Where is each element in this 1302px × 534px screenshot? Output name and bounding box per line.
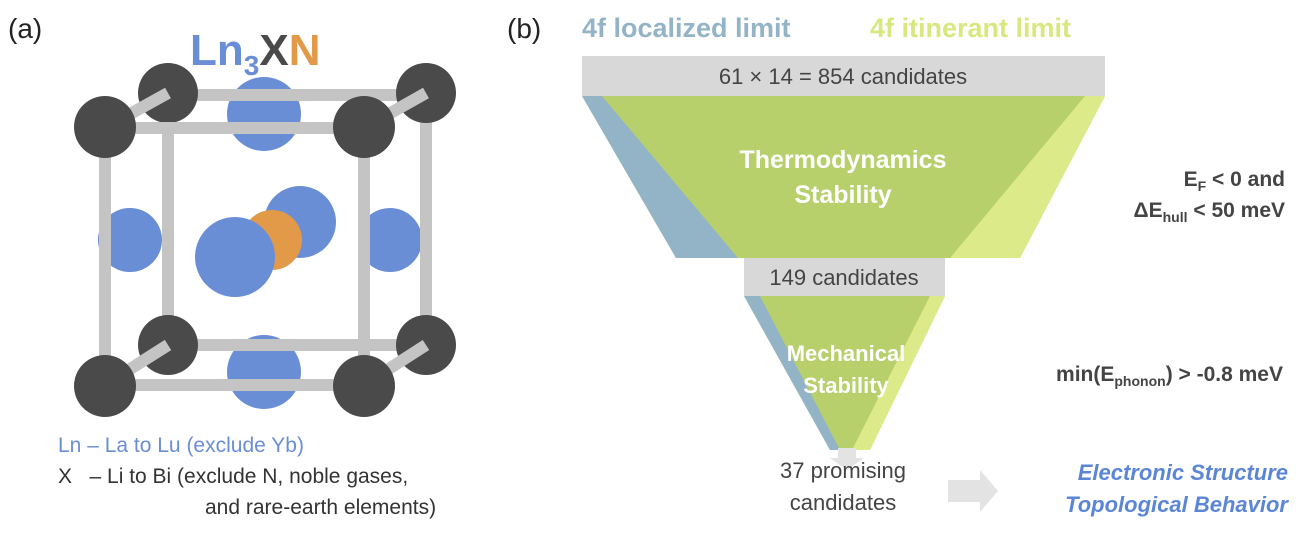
stage2-title-line2: Stability xyxy=(803,373,889,398)
formula-x: X xyxy=(259,26,288,75)
hull-condition: < 50 meV xyxy=(1188,199,1285,222)
x-atom-front-top-right xyxy=(333,96,395,158)
funnel-itinerant-wedge-bottom xyxy=(852,296,945,450)
localized-limit-label: 4f localized limit xyxy=(582,13,791,43)
formula-n: N xyxy=(289,26,321,75)
ln-atom-front-face xyxy=(195,217,275,297)
panel-a-label: (a) xyxy=(8,13,42,44)
stage2-title-line1: Mechanical xyxy=(787,341,906,366)
stage1-criteria-hull: ΔEhull < 50 meV xyxy=(1134,199,1285,225)
ef-condition: < 0 and xyxy=(1206,168,1285,191)
legend-ln: Ln – La to Lu (exclude Yb) xyxy=(58,434,304,457)
funnel-green-top xyxy=(582,96,1105,258)
ln-atom-left-face xyxy=(98,208,162,272)
stage1-count-text: 149 candidates xyxy=(769,265,918,290)
down-arrow-icon xyxy=(830,448,864,470)
total-candidates-bar xyxy=(582,56,1105,96)
next-step-line1: Electronic Structure xyxy=(1078,460,1288,485)
formula-ln: Ln xyxy=(190,26,244,75)
formula-subscript: 3 xyxy=(244,50,260,81)
stage1-title-line2: Stability xyxy=(794,181,891,209)
legend-x-line1: X – Li to Bi (exclude N, noble gases, xyxy=(58,465,408,488)
final-count-line2: candidates xyxy=(790,490,896,515)
panel-b-label: (b) xyxy=(507,13,541,44)
final-count-line1: 37 promising xyxy=(780,458,906,483)
ln-atom-right-face xyxy=(358,208,422,272)
hull-symbol: ΔE xyxy=(1134,199,1163,222)
phonon-prefix: min(E xyxy=(1056,363,1114,386)
stage1-count-bar xyxy=(744,258,945,296)
ef-subscript: F xyxy=(1198,178,1207,194)
x-atom-front-bottom-left xyxy=(74,355,136,417)
x-atom-front-bottom-right xyxy=(333,355,395,417)
phonon-subscript: phonon xyxy=(1114,373,1165,389)
funnel-localized-wedge-bottom xyxy=(744,296,840,450)
total-candidates-text: 61 × 14 = 854 candidates xyxy=(719,64,967,89)
funnel-stage-thermodynamic xyxy=(582,96,1105,258)
stage1-title-line1: Thermodynamics xyxy=(739,146,946,174)
funnel-itinerant-wedge-top xyxy=(950,96,1105,258)
front-frame xyxy=(99,122,370,391)
stage2-criteria: min(Ephonon) > -0.8 meV xyxy=(1056,363,1283,389)
itinerant-limit-label: 4f itinerant limit xyxy=(870,13,1071,43)
funnel-green-bottom xyxy=(744,296,945,450)
funnel-stage-mechanical xyxy=(744,296,945,450)
right-arrow-icon xyxy=(948,470,998,512)
legend-x-line2: and rare-earth elements) xyxy=(205,496,436,519)
hull-subscript: hull xyxy=(1163,209,1188,225)
ef-symbol: E xyxy=(1184,168,1198,191)
next-step-line2: Topological Behavior xyxy=(1065,492,1289,517)
funnel-localized-wedge-top xyxy=(582,96,738,258)
crystal-structure xyxy=(74,63,456,417)
phonon-condition: ) > -0.8 meV xyxy=(1166,363,1283,386)
ln-atom-top-face xyxy=(227,77,301,151)
back-frame xyxy=(162,89,432,351)
x-atom-front-top-left xyxy=(74,96,136,158)
formula-title: Ln3XN xyxy=(190,26,320,81)
stage1-criteria-ef: EF < 0 and xyxy=(1184,168,1285,194)
